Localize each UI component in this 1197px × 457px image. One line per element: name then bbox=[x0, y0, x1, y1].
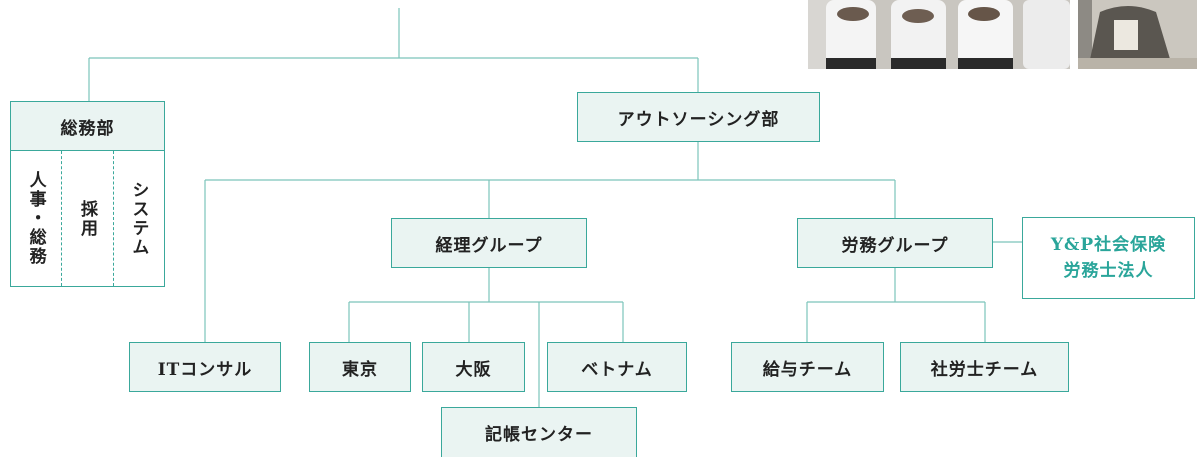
outsourcing-dept-box: アウトソーシング部 bbox=[577, 92, 820, 142]
bookkeeping-center-box: 記帳センター bbox=[441, 407, 637, 457]
sharoushi-team-box: 社労士チーム bbox=[900, 342, 1069, 392]
sharoushi-team-label: 社労士チーム bbox=[930, 359, 1039, 380]
vietnam-box: ベトナム bbox=[547, 342, 687, 392]
tokyo-box: 東京 bbox=[309, 342, 411, 392]
tokyo-label: 東京 bbox=[342, 359, 378, 380]
osaka-label: 大阪 bbox=[455, 359, 492, 380]
general-affairs-title: 総務部 bbox=[60, 118, 115, 139]
general-affairs-dept-box: 総務部 bbox=[10, 101, 165, 151]
system-section: システム bbox=[112, 151, 164, 286]
hr-general-section: 人事・総務 bbox=[25, 171, 46, 266]
general-affairs-sections: 人事・総務 採用 システム bbox=[10, 150, 165, 287]
payroll-team-label: 給与チーム bbox=[762, 359, 853, 380]
partner-name-line2: 労務士法人 bbox=[1063, 261, 1154, 281]
it-consul-box: ITコンサル bbox=[129, 342, 281, 392]
recruiting-section: 採用 bbox=[61, 151, 112, 286]
outsourcing-title: アウトソーシング部 bbox=[617, 109, 780, 130]
accounting-group-box: 経理グループ bbox=[391, 218, 587, 268]
staff-group-photo bbox=[808, 0, 1070, 69]
payroll-team-box: 給与チーム bbox=[731, 342, 884, 392]
labor-title: 労務グループ bbox=[841, 235, 949, 256]
partner-name-line1: Y&P社会保険 bbox=[1050, 235, 1167, 255]
accounting-title: 経理グループ bbox=[435, 235, 543, 256]
bookkeeping-label: 記帳センター bbox=[485, 425, 593, 445]
osaka-box: 大阪 bbox=[422, 342, 525, 392]
partner-firm-box: Y&P社会保険 労務士法人 bbox=[1022, 217, 1195, 299]
labor-group-box: 労務グループ bbox=[797, 218, 993, 268]
staff-seated-photo bbox=[1078, 0, 1197, 69]
vietnam-label: ベトナム bbox=[581, 359, 653, 380]
it-consul-label: ITコンサル bbox=[157, 359, 253, 380]
